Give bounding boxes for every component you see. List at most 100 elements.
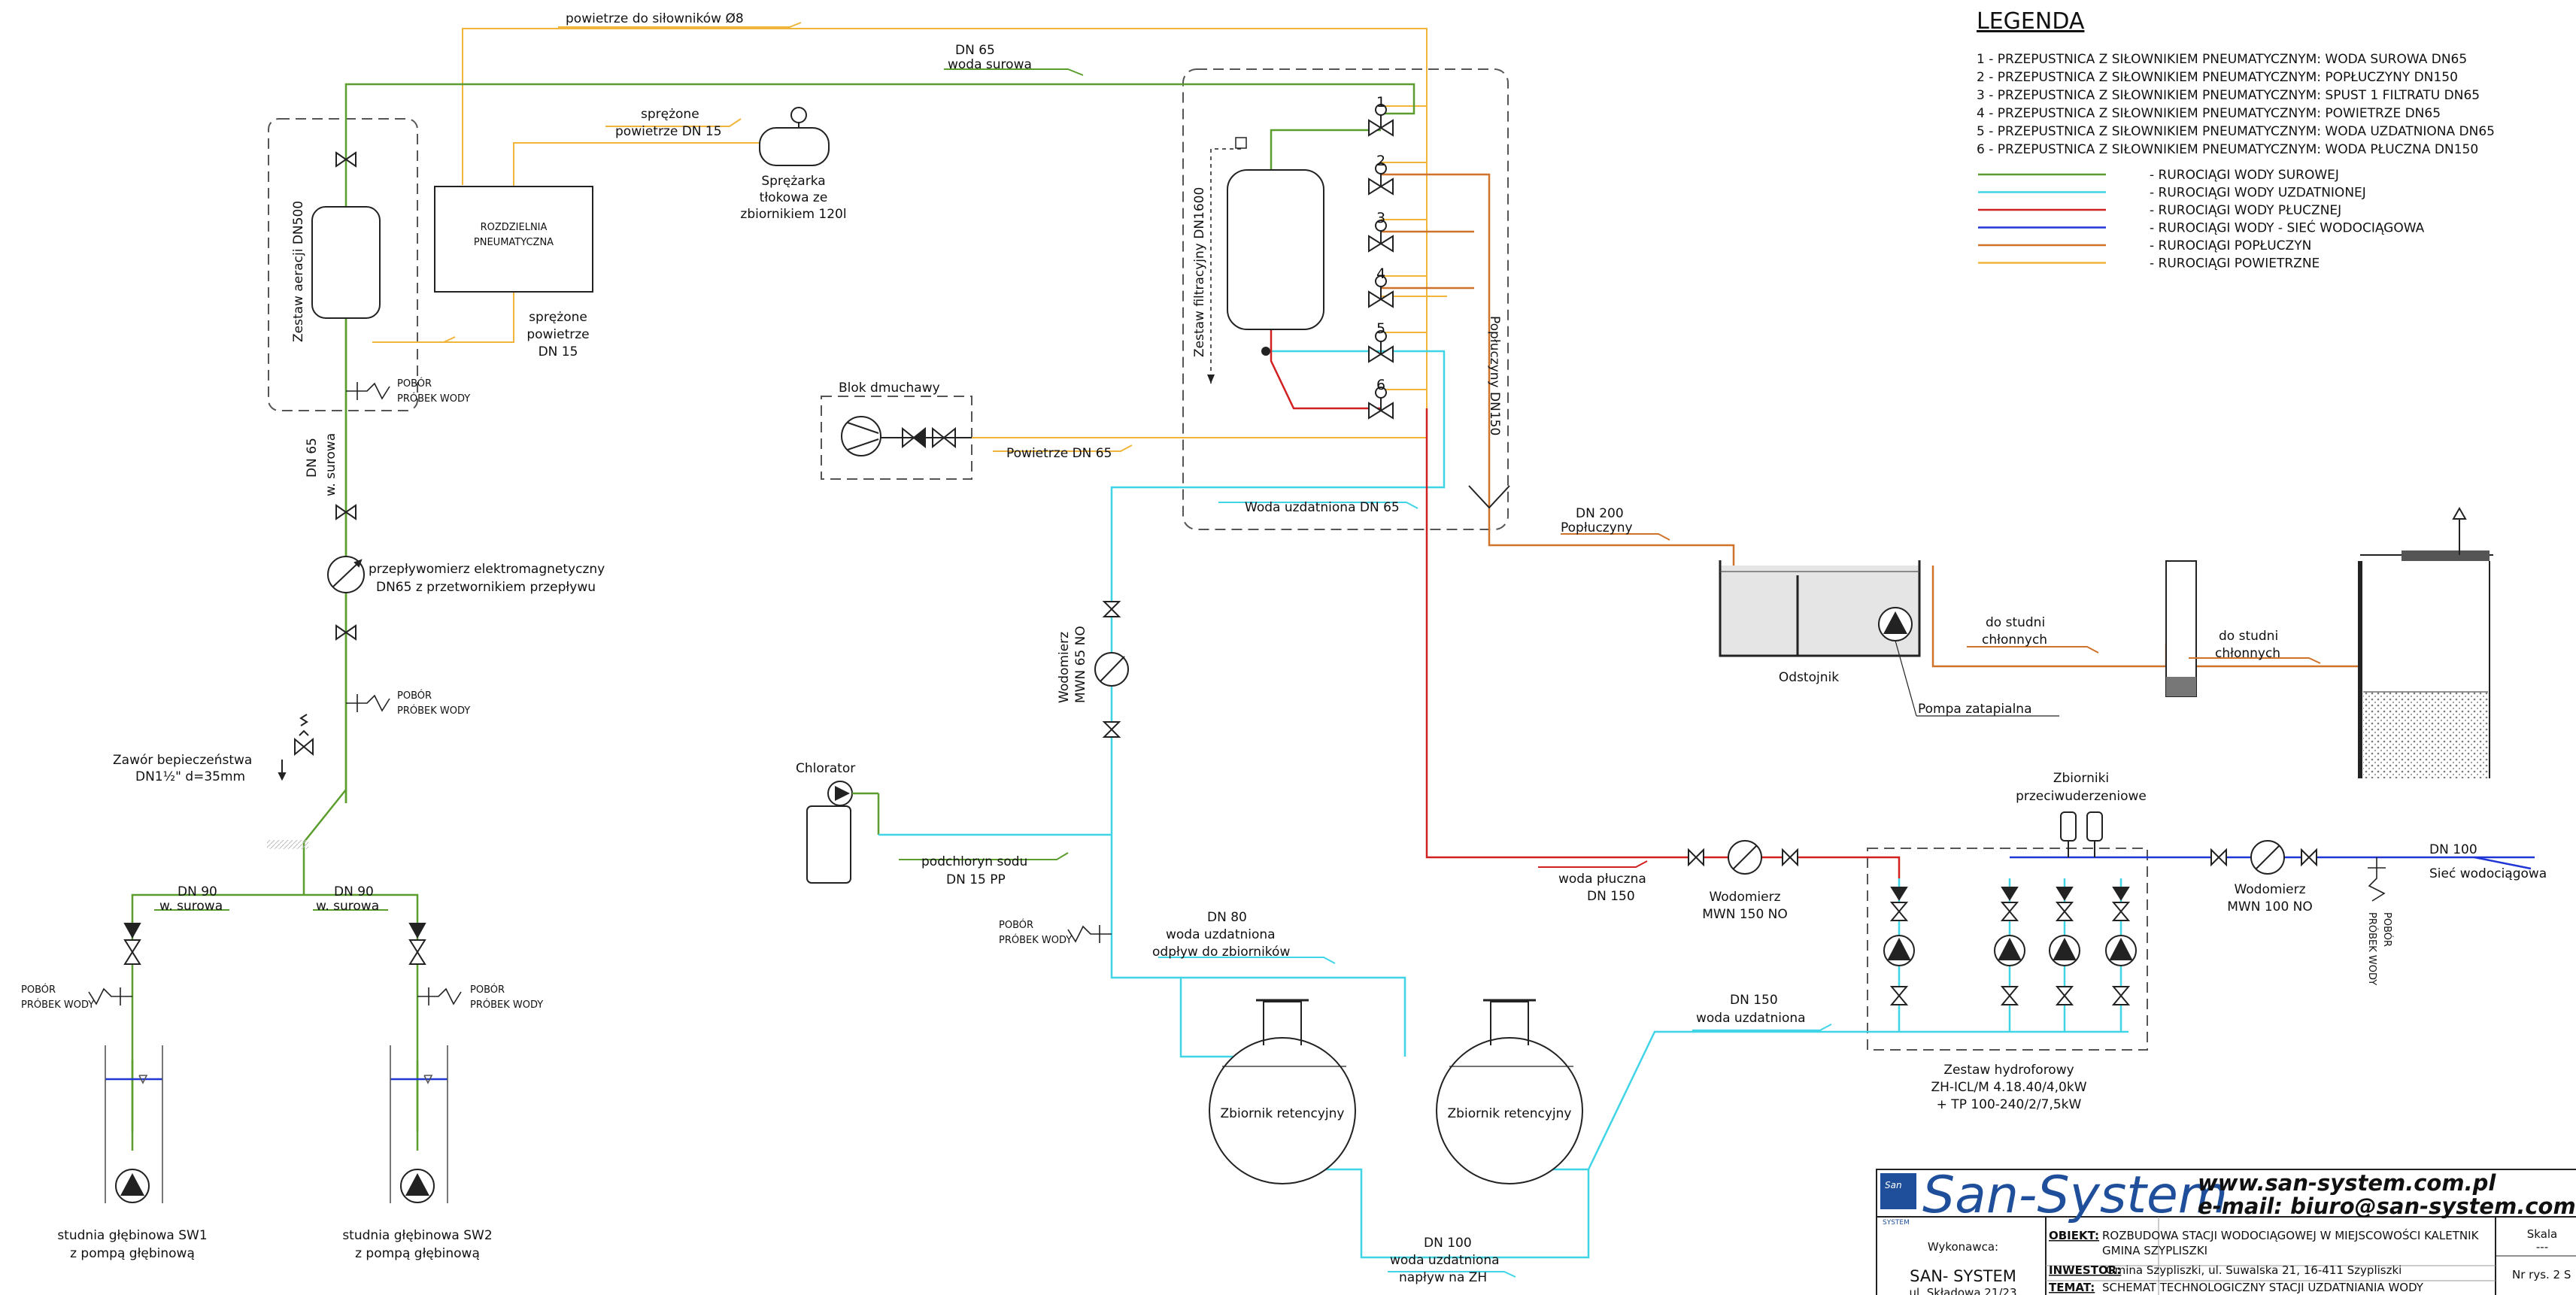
treated-label-2: woda uzdatniona (1390, 1253, 1500, 1268)
scale-value: --- (2536, 1240, 2548, 1254)
flowmeter-label-2: DN65 z przetwornikiem przepływu (376, 580, 596, 595)
compressed-air-label: sprężone (641, 107, 699, 122)
valve-1 (1368, 104, 1394, 137)
brand-logo-sub: SYSTEM (1883, 1219, 1910, 1227)
sub-pump-leader (1895, 640, 1917, 717)
chlorinator-unit (806, 781, 878, 884)
investor-value: Gmina Szypliszki, ul. Suwalska 21, 16-41… (2106, 1263, 2402, 1277)
valve-5 (1368, 330, 1394, 363)
legend-item: 2 - PRZEPUSTNICA Z SIŁOWNIKIEM PNEUMATYC… (1977, 70, 2458, 85)
flowmeter-label-1: przepływomierz elektromagnetyczny (369, 562, 605, 577)
outflow-label: odpływ do zbiorników (1152, 945, 1290, 960)
compressor-label-2: tłokowa ze (760, 190, 828, 205)
contractor-address: ul. Składowa 21/23 (1909, 1286, 2016, 1295)
watermeter-150 (1688, 840, 1798, 875)
legend-line-items: - RUROCIĄGI WODY SUROWEJ- RUROCIĄGI WODY… (1978, 168, 2425, 271)
to-well-label-2b: chłonnych (2215, 646, 2280, 661)
legend-item: 3 - PRZEPUSTNICA Z SIŁOWNIKIEM PNEUMATYC… (1977, 88, 2480, 103)
investor-label: INWESTOR: (2049, 1263, 2121, 1277)
legend-valve-items: 1 - PRZEPUSTNICA Z SIŁOWNIKIEM PNEUMATYC… (1977, 52, 2495, 157)
sampling-label-6a: POBÓR (2381, 912, 2393, 947)
object-label: OBIEKT: (2049, 1229, 2099, 1242)
chlorinator-label: Chlorator (796, 761, 855, 776)
dn150-treated-label: DN 150 (1730, 993, 1778, 1008)
pneumatic-label-1: ROZDZIELNIA (481, 222, 548, 233)
compressor (759, 107, 830, 166)
sampling-label-3a: POBÓR (21, 984, 56, 996)
valve-3 (1368, 220, 1394, 253)
surge-tanks (2060, 811, 2103, 857)
filter-frame (1182, 68, 1509, 530)
legend-item: 4 - PRZEPUSTNICA Z SIŁOWNIKIEM PNEUMATYC… (1977, 106, 2441, 121)
sampling-label-2b: PRÓBEK WODY (397, 705, 470, 717)
watermeter-100 (2210, 840, 2317, 875)
dn150-wash-label: DN 150 (1587, 889, 1635, 904)
treated-label-1: woda uzdatniona (1166, 927, 1276, 942)
safety-valve-label-1: Zawór bepieczeństwa (113, 753, 252, 768)
legend-item: 5 - PRZEPUSTNICA Z SIŁOWNIKIEM PNEUMATYC… (1977, 124, 2495, 139)
hydro-label-3: + TP 100-240/2/7,5kW (1937, 1097, 2082, 1112)
hydro-label-1: Zestaw hydroforowy (1943, 1063, 2074, 1078)
backwash-dn150-label: Popłuczyny DN150 (1487, 316, 1502, 435)
topic-value: SCHEMAT TECHNOLOGICZNY STACJI UZDATNIANI… (2102, 1281, 2424, 1294)
to-well-label-1b: chłonnych (1982, 632, 2047, 648)
well-valves (123, 923, 426, 965)
raw-water-label: woda surowa (948, 57, 1032, 72)
dn90-left-label: DN 90 (177, 884, 217, 899)
watermeter100-label-2: MWN 100 NO (2227, 899, 2313, 914)
surge-label-2: przeciwuderzeniowe (2016, 789, 2147, 804)
pneumatic-label-2: PNEUMATYCZNA (474, 237, 554, 248)
well2-label-1: studnia głębinowa SW2 (342, 1228, 492, 1243)
valve-label-5: 5 (1376, 320, 1385, 337)
dn80-label: DN 80 (1207, 910, 1247, 925)
wash-water-label: woda płuczna (1558, 872, 1646, 887)
settler-label: Odstojnik (1779, 670, 1839, 685)
filter-valves (1368, 104, 1394, 420)
valve-label-1: 1 (1376, 94, 1385, 111)
dn200-label: DN 200 (1576, 506, 1624, 521)
raw-right-label: w. surowa (316, 899, 379, 914)
website: www.san-system.com.pl (2198, 1170, 2496, 1196)
title-block: San SYSTEM San-System www.san-system.com… (1876, 1166, 2576, 1295)
raw-left-label: w. surowa (159, 899, 223, 914)
dn65-vertical-label: DN 65 (305, 438, 320, 478)
brand-logo-box (1880, 1173, 1916, 1209)
legend: LEGENDA 1 - PRZEPUSTNICA Z SIŁOWNIKIEM P… (1977, 8, 2495, 271)
sampling-label-3b: PRÓBEK WODY (21, 999, 94, 1011)
ground-hatch (267, 840, 308, 849)
aeration-vessel (311, 206, 381, 319)
air-actuators-label: powietrze do siłowników Ø8 (566, 11, 744, 26)
hypochlorite-label-1: podchloryn sodu (921, 854, 1027, 869)
absorption-well-2 (2358, 506, 2493, 778)
legend-item: 1 - PRZEPUSTNICA Z SIŁOWNIKIEM PNEUMATYC… (1977, 52, 2467, 67)
hydro-label-2: ZH-ICL/M 4.18.40/4,0kW (1931, 1080, 2086, 1095)
retention-tank-label-2: Zbiornik retencyjny (1448, 1106, 1572, 1121)
sampling-taps (88, 382, 2386, 1005)
sampling-label-1a: POBÓR (397, 378, 432, 390)
treated-label-3: woda uzdatniona (1696, 1011, 1806, 1026)
contractor-name: SAN- SYSTEM (1910, 1267, 2016, 1285)
valve-6 (1368, 387, 1394, 420)
filter-set-label: Zestaw filtracyjny DN1600 (1192, 187, 1207, 357)
dn65-raw-label: DN 65 (955, 43, 995, 58)
to-well-label-1a: do studni (1986, 615, 2045, 630)
sampling-label-5b: PRÓBEK WODY (999, 934, 1072, 946)
legend-line-label: - RUROCIĄGI WODY UZDATNIONEJ (2150, 186, 2366, 201)
legend-line-label: - RUROCIĄGI POWIETRZNE (2150, 256, 2320, 271)
mains-pipes (105, 856, 2535, 1081)
well2-label-2: z pompą głębinową (355, 1246, 480, 1261)
watermeter65-label-1: Wodomierz (1057, 632, 1072, 703)
well1-label-1: studnia głębinowa SW1 (57, 1228, 207, 1243)
raw-water-pipes (131, 83, 1415, 1151)
legend-line-label: - RUROCIĄGI WODY - SIEĆ WODOCIĄGOWA (2150, 220, 2425, 236)
object-value-2: GMINA SZYPLISZKI (2102, 1244, 2207, 1257)
legend-item: 6 - PRZEPUSTNICA Z SIŁOWNIKIEM PNEUMATYC… (1977, 142, 2478, 157)
sampling-label-6b: PRÓBEK WODY (2366, 912, 2378, 985)
hypochlorite-label-2: DN 15 PP (946, 872, 1006, 887)
scale-label: Skala (2527, 1227, 2558, 1241)
label-flags (154, 22, 2321, 1278)
air-dn15-label: powietrze DN 15 (615, 124, 722, 139)
brand-logo-small: San (1885, 1180, 1902, 1190)
dn100-mains-label: DN 100 (2429, 842, 2477, 857)
brand-name: San-System (1922, 1166, 2228, 1225)
